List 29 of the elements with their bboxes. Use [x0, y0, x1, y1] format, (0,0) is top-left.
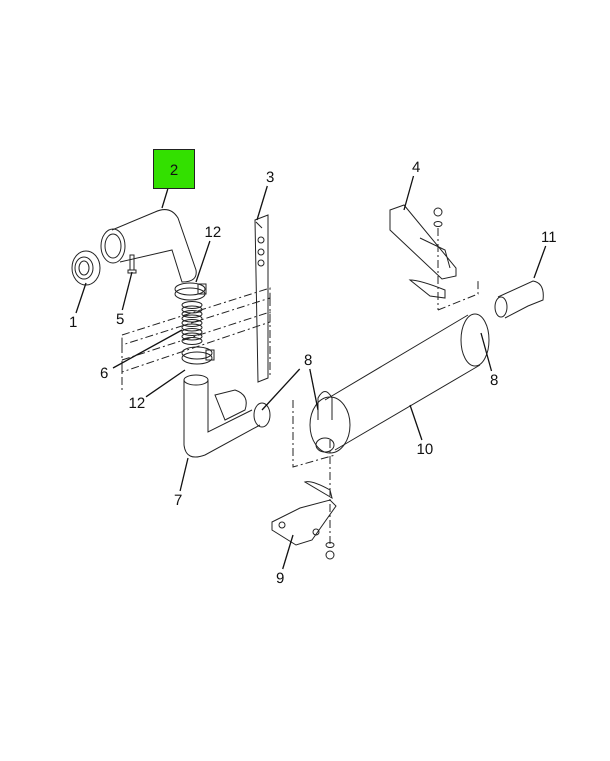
callout-number: 7	[174, 492, 182, 508]
leader-line	[122, 272, 133, 310]
callout-number: 6	[100, 364, 108, 382]
callout-number: 3	[266, 168, 274, 186]
callout-number: 2	[153, 149, 195, 189]
callout-number: 11	[541, 228, 557, 246]
callout-number: 4	[412, 158, 420, 176]
callout-number: 12	[128, 394, 146, 412]
callout-number: 8	[304, 352, 312, 368]
leader-line	[282, 534, 294, 570]
leader-line	[161, 188, 168, 208]
leader-line	[179, 458, 189, 492]
leader-line	[409, 404, 423, 440]
leader-line	[256, 186, 268, 220]
leader-line	[480, 332, 492, 372]
leader-line	[195, 240, 211, 282]
leader-line	[146, 369, 186, 398]
callout-number: 8	[490, 372, 498, 388]
leader-line	[262, 368, 300, 410]
callout-number: 1	[69, 314, 78, 330]
leader-line	[403, 176, 414, 210]
callout-number: 12	[204, 224, 222, 240]
leader-line	[112, 329, 182, 369]
callout-number: 9	[276, 570, 284, 586]
callout-number: 10	[416, 440, 434, 458]
leader-line	[75, 282, 87, 314]
leader-line	[309, 368, 319, 410]
leader-line	[533, 246, 546, 278]
callout-number: 5	[116, 310, 124, 328]
